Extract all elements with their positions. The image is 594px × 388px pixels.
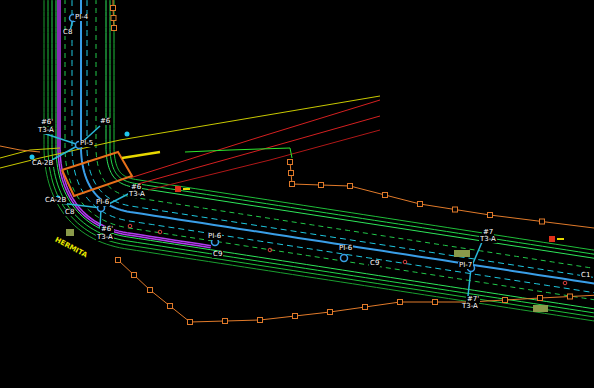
- road-line: [65, 0, 594, 302]
- sign-symbol: [175, 186, 181, 192]
- inlet-symbol: [30, 155, 35, 160]
- sign-tag: [557, 238, 564, 240]
- utility-line: [130, 100, 380, 178]
- callout-label: PI-4: [74, 14, 89, 21]
- boundary-marker: [398, 300, 403, 305]
- property-boundary: [118, 260, 594, 322]
- boundary-marker: [223, 319, 228, 324]
- road-line: [106, 0, 594, 261]
- property-boundary: [290, 162, 594, 228]
- callout-label: C1: [580, 272, 591, 279]
- survey-point: [158, 230, 162, 234]
- crosswalk-outline: [62, 152, 132, 196]
- boundary-marker: [112, 26, 117, 31]
- road-line: [56, 0, 594, 311]
- boundary-marker: [111, 6, 116, 11]
- callout-label: T3-A: [96, 234, 114, 241]
- boundary-marker: [293, 314, 298, 319]
- callout-label: #6': [40, 119, 54, 126]
- boundary-marker: [433, 300, 438, 305]
- boundary-marker: [290, 182, 295, 187]
- callout-label: T3-A: [479, 236, 497, 243]
- street-name: HERMITA: [53, 236, 89, 260]
- callout-label: C9: [212, 251, 223, 258]
- planter-symbol: [533, 305, 548, 312]
- utility-line: [148, 130, 380, 190]
- boundary-marker: [111, 16, 116, 21]
- boundary-marker: [188, 320, 193, 325]
- callout-label: PI-6: [338, 245, 353, 252]
- callout-label: T3-A: [37, 127, 55, 134]
- callout-label: #6: [99, 118, 111, 125]
- boundary-marker: [132, 273, 137, 278]
- sign-tag: [183, 188, 190, 190]
- road-line: [96, 0, 594, 271]
- boundary-marker: [258, 318, 263, 323]
- boundary-marker: [319, 183, 324, 188]
- boundary-marker: [488, 213, 493, 218]
- road-line: [110, 0, 594, 257]
- callout-label: C8: [64, 209, 75, 216]
- road-line: [81, 0, 594, 286]
- boundary-marker: [503, 298, 508, 303]
- utility-line: [138, 116, 380, 184]
- callout-label: PI-5: [79, 140, 94, 147]
- boundary-marker: [116, 258, 121, 263]
- survey-point: [268, 248, 272, 252]
- boundary-marker: [148, 288, 153, 293]
- callout-label: T3-A: [461, 303, 479, 310]
- callout-label: CA-2B: [31, 160, 54, 167]
- property-boundary: [113, 0, 114, 28]
- boundary-marker: [288, 160, 293, 165]
- callout-label: #6': [100, 226, 114, 233]
- road-line: [72, 0, 594, 295]
- callout-label: T3-A: [128, 191, 146, 198]
- manhole-symbol: [341, 255, 348, 262]
- survey-point: [128, 224, 132, 228]
- sign-symbol: [549, 236, 555, 242]
- utility-line: [185, 148, 292, 158]
- boundary-marker: [418, 202, 423, 207]
- boundary-marker: [568, 294, 573, 299]
- callout-label: C8: [62, 29, 73, 36]
- survey-point: [563, 281, 567, 285]
- utility-line: [0, 96, 380, 168]
- callout-label: PI-6: [95, 199, 110, 206]
- boundary-marker: [538, 296, 543, 301]
- planter-symbol: [454, 250, 470, 257]
- callout-label: #7': [466, 296, 480, 303]
- callout-label: PI-6: [207, 233, 222, 240]
- road-line: [44, 0, 594, 323]
- boundary-marker: [453, 207, 458, 212]
- callout-label: CA-2B: [44, 197, 67, 204]
- utility-line: [0, 146, 40, 152]
- callout-label: #6: [130, 184, 142, 191]
- road-name-bar: [122, 152, 160, 158]
- callout-label: PI-7: [458, 262, 473, 269]
- boundary-marker: [363, 305, 368, 310]
- callout-label: C9: [369, 260, 380, 267]
- lateral-pipe: [52, 145, 79, 160]
- boundary-marker: [328, 310, 333, 315]
- inlet-symbol: [125, 132, 130, 137]
- road-line: [114, 0, 594, 253]
- survey-point: [403, 260, 407, 264]
- road-line: [52, 0, 594, 315]
- curb-line: [58, 0, 211, 248]
- boundary-marker: [168, 304, 173, 309]
- curb-line: [60, 0, 211, 246]
- planter-symbol: [66, 229, 74, 236]
- boundary-marker: [540, 219, 545, 224]
- callout-label: #7: [482, 229, 494, 236]
- boundary-marker: [289, 171, 294, 176]
- boundary-marker: [348, 184, 353, 189]
- boundary-marker: [383, 193, 388, 198]
